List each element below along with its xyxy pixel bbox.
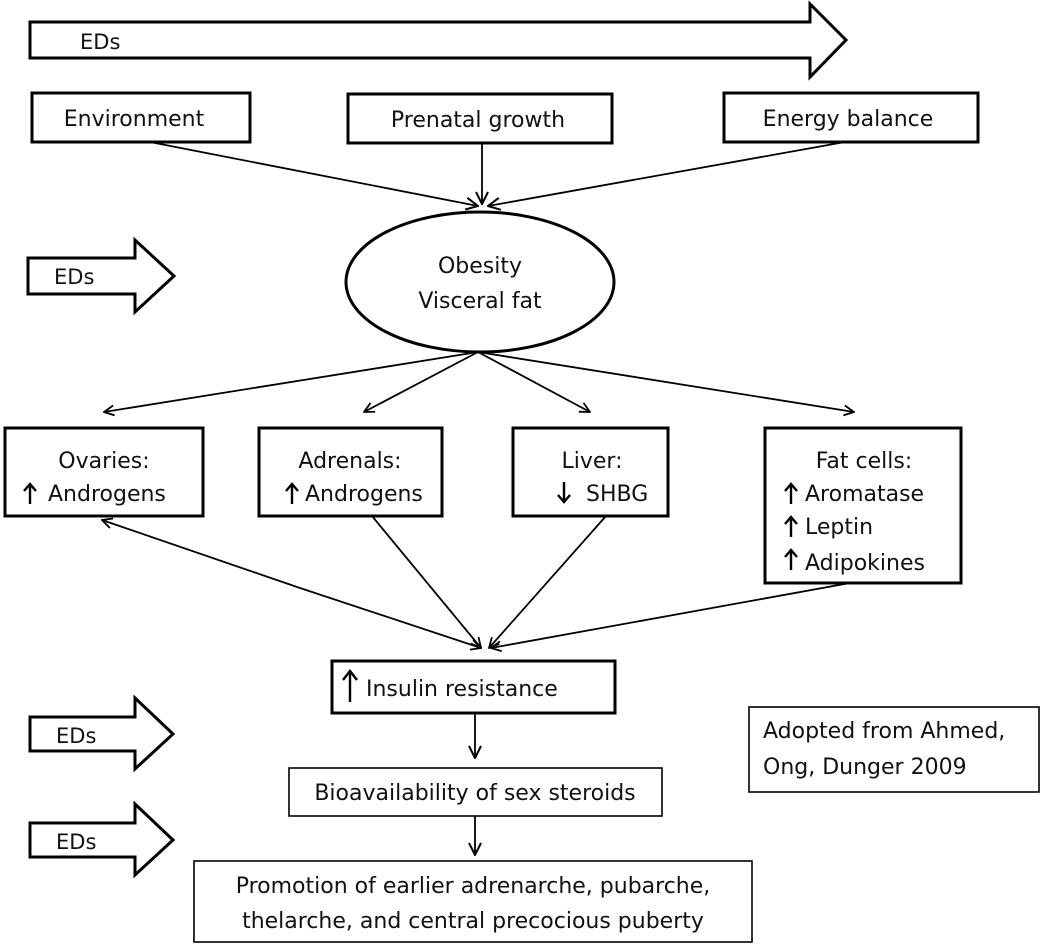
liver-item: SHBG: [586, 482, 648, 507]
fat-cells-box: Fat cells: Aromatase Leptin Adipokines: [763, 426, 963, 585]
eds-arrow-top-label: EDs: [80, 30, 120, 54]
edge-fat-cells-insulin: [491, 582, 851, 648]
obesity-ellipse: Obesity Visceral fat: [344, 210, 616, 354]
insulin-resistance-label: Insulin resistance: [366, 677, 558, 702]
insulin-resistance-box: Insulin resistance: [330, 659, 617, 715]
adrenals-title: Adrenals:: [298, 449, 401, 474]
citation-line-2: Ong, Dunger 2009: [763, 755, 967, 780]
edge-insulin-ovaries: [102, 520, 301, 589]
eds-arrow-insulin: EDs: [28, 694, 176, 773]
outcome-line-2: thelarche, and central precocious pubert…: [242, 909, 704, 934]
prenatal-growth-label: Prenatal growth: [391, 108, 565, 133]
ovaries-box: Ovaries: Androgens: [3, 426, 205, 518]
edge-ovaries-insulin: [299, 587, 481, 648]
edge-obesity-liver: [477, 351, 590, 412]
ovaries-item: Androgens: [48, 482, 166, 507]
visceral-fat-label: Visceral fat: [418, 289, 542, 314]
eds-arrow-obesity: EDs: [26, 236, 177, 316]
edge-liver-insulin: [489, 515, 607, 648]
down-arrow-icon: [557, 482, 571, 504]
obesity-label: Obesity: [438, 254, 522, 279]
fat-cells-item-aromatase: Aromatase: [805, 482, 924, 507]
eds-arrow-top: EDs: [28, 0, 849, 81]
eds-arrow-obesity-label: EDs: [54, 265, 94, 289]
bioavailability-box: Bioavailability of sex steroids: [288, 767, 663, 817]
ovaries-title: Ovaries:: [58, 449, 149, 474]
bioavailability-label: Bioavailability of sex steroids: [314, 781, 635, 806]
liver-box: Liver: SHBG: [511, 426, 670, 518]
up-arrow-icon: [285, 482, 299, 504]
up-arrow-icon: [784, 548, 798, 570]
up-arrow-icon: [342, 669, 358, 702]
outcome-line-1: Promotion of earlier adrenarche, pubarch…: [236, 874, 711, 899]
liver-title: Liver:: [562, 449, 623, 474]
eds-arrow-bioavailability-label: EDs: [56, 830, 96, 854]
eds-arrow-bioavailability: EDs: [28, 800, 176, 879]
energy-balance-box: Energy balance: [722, 91, 980, 144]
fat-cells-title: Fat cells:: [816, 449, 912, 474]
adrenals-box: Adrenals: Androgens: [257, 426, 444, 518]
energy-balance-label: Energy balance: [763, 107, 934, 132]
up-arrow-icon: [23, 482, 37, 504]
fat-cells-item-adipokines: Adipokines: [805, 551, 925, 576]
edge-energy-obesity: [488, 141, 846, 206]
citation-box: Adopted from Ahmed, Ong, Dunger 2009: [748, 706, 1040, 793]
citation-line-1: Adopted from Ahmed,: [763, 719, 1005, 744]
environment-label: Environment: [64, 107, 205, 132]
edge-environment-obesity: [149, 141, 478, 206]
prenatal-growth-box: Prenatal growth: [346, 92, 614, 145]
edge-obesity-ovaries: [104, 351, 479, 412]
up-arrow-icon: [784, 482, 798, 504]
up-arrow-icon: [784, 515, 798, 537]
eds-arrow-insulin-label: EDs: [56, 724, 96, 748]
edge-adrenals-insulin: [371, 515, 481, 648]
outcome-box: Promotion of earlier adrenarche, pubarch…: [193, 860, 753, 943]
environment-box: Environment: [30, 91, 252, 144]
edge-obesity-fat-cells: [477, 351, 854, 412]
edge-obesity-adrenals: [364, 351, 479, 412]
fat-cells-item-leptin: Leptin: [805, 515, 873, 540]
adrenals-item: Androgens: [305, 482, 423, 507]
